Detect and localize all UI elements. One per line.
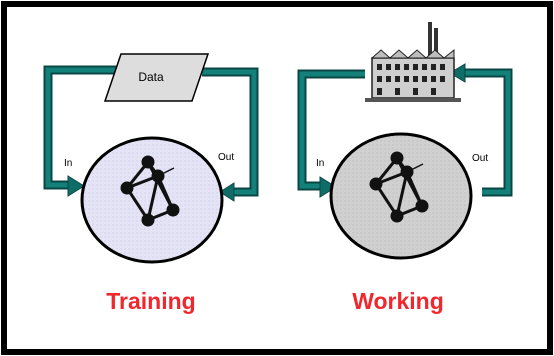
neural-network-icon	[120, 155, 180, 227]
working-panel: In Out Working	[297, 22, 513, 314]
training-panel: Data In Out Training	[43, 53, 259, 314]
data-label: Data	[138, 70, 164, 84]
training-in-label: In	[64, 158, 72, 169]
factory-icon	[365, 22, 461, 102]
training-caption: Training	[106, 288, 195, 314]
data-box	[103, 53, 210, 102]
working-out-label: Out	[472, 153, 488, 164]
working-caption: Working	[352, 288, 444, 314]
neural-network-icon	[369, 151, 429, 223]
training-out-label: Out	[218, 152, 234, 163]
working-in-label: In	[316, 158, 324, 169]
